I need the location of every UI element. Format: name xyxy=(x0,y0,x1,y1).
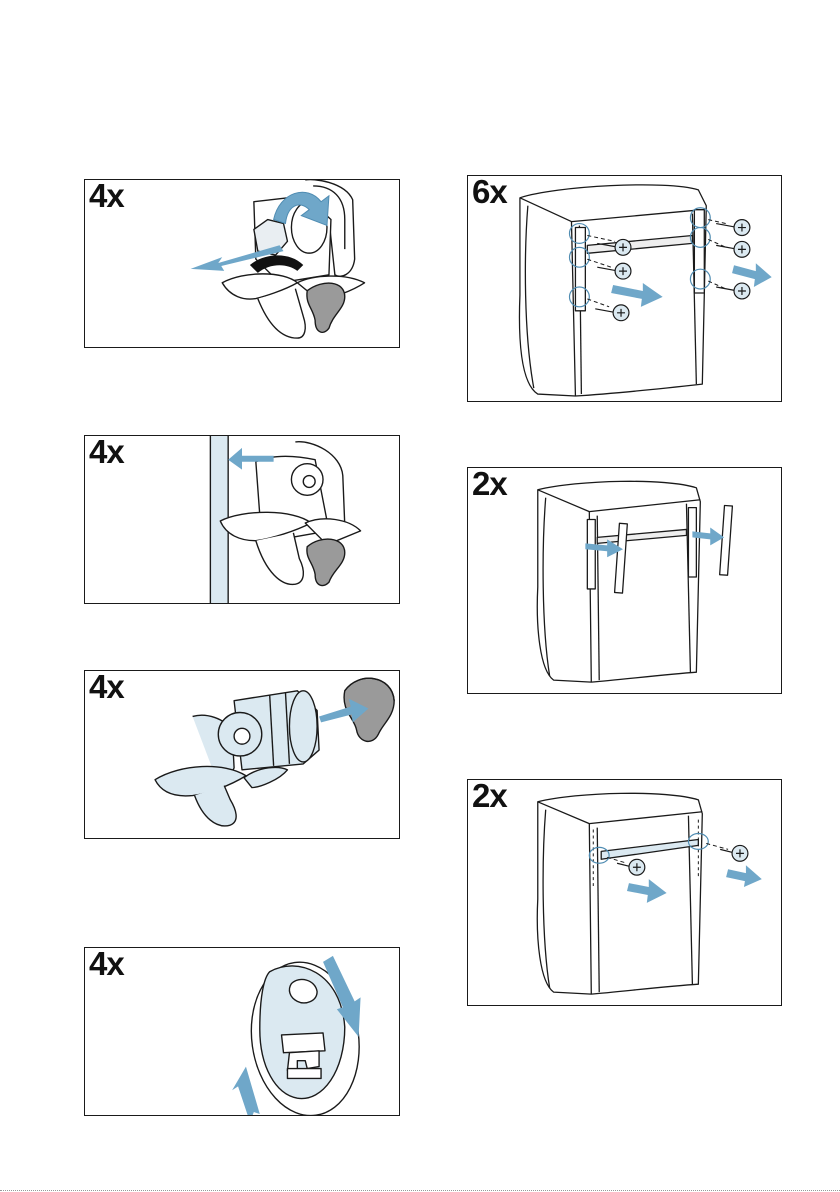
step-panel-foot-pad-attach: 4x xyxy=(84,670,400,839)
step-panel-remove-rails: 2x xyxy=(467,467,782,694)
foot-against-wall-illustration xyxy=(85,436,399,603)
remove-rear-bar-illustration xyxy=(468,780,781,1005)
step-panel-remove-rear-bar: 2x xyxy=(467,779,782,1006)
step-panel-pad-slide-on: 4x xyxy=(84,947,400,1116)
step-panel-foot-unscrew: 4x xyxy=(84,179,400,348)
remove-rails-illustration xyxy=(468,468,781,693)
step-panel-foot-against-wall: 4x xyxy=(84,435,400,604)
foot-unscrew-illustration xyxy=(85,180,399,347)
pad-slide-on-illustration xyxy=(85,948,399,1115)
page-bottom-rule xyxy=(0,1190,840,1191)
step-panel-remove-screws: 6x xyxy=(467,175,782,402)
remove-screws-illustration xyxy=(468,176,781,401)
foot-pad-attach-illustration xyxy=(85,671,399,838)
